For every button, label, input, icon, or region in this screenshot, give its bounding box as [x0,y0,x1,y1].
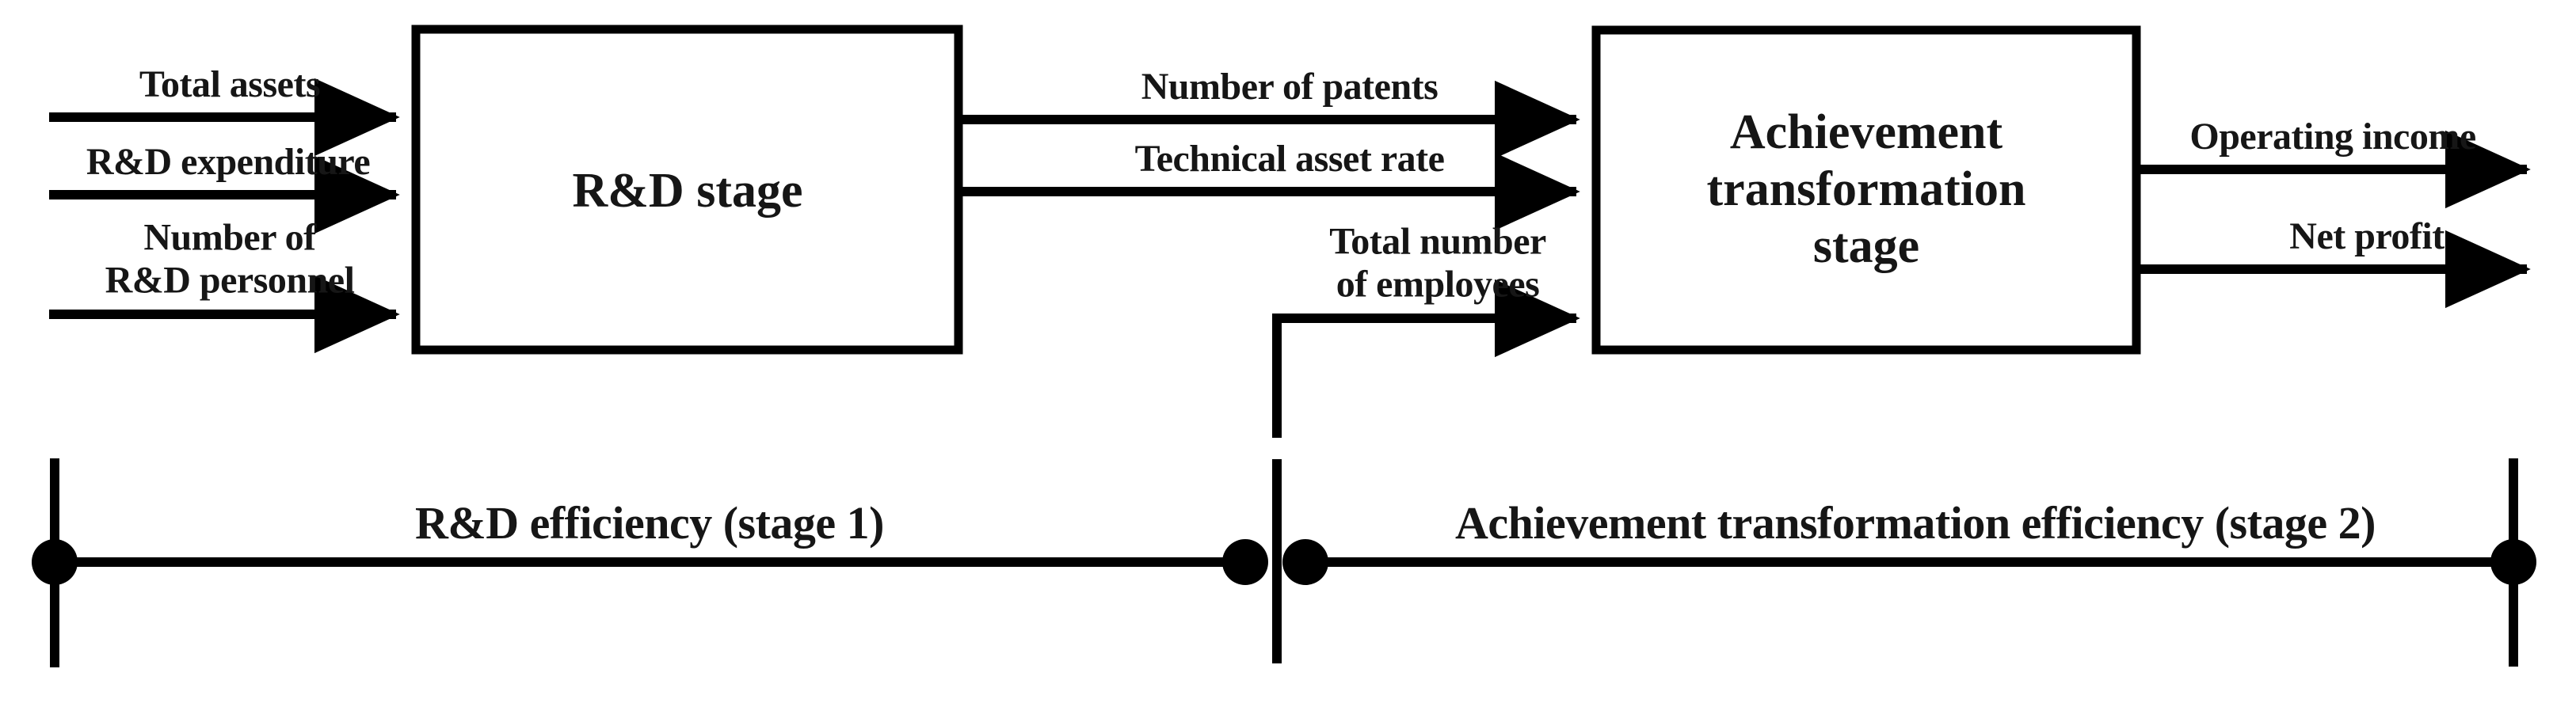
axis-label-stage-1: R&D efficiency (stage 1) [415,496,884,549]
output-label-operating-income: Operating income [2189,116,2476,158]
axis-dot-stage-1-start [32,539,78,585]
input-label-number-of-rd-personnel: Number of R&D personnel [105,216,355,302]
intermediate-label-number-of-patents: Number of patents [1141,66,1439,108]
stage-label-rd-stage: R&D stage [572,164,803,218]
stage-label-achievement-transformation-stage: Achievement transformation stage [1706,105,2026,273]
input-label-rd-expenditure: R&D expenditure [86,141,371,184]
intermediate-label-technical-asset-rate: Technical asset rate [1134,138,1445,180]
input-label-total-assets: Total assets [139,63,321,106]
input-label-total-number-of-employees: Total number of employees [1329,220,1546,306]
axis-dot-stage-2-start [1282,539,1328,585]
axis-dot-stage-1-end [1222,539,1268,585]
rd-stage-box [411,25,963,355]
achievement-transformation-stage-box [1591,25,2141,355]
arrow-total-number-of-employees [1272,279,1580,438]
axis-label-stage-2: Achievement transformation efficiency (s… [1455,496,2376,549]
output-label-net-profit: Net profit [2289,215,2445,258]
